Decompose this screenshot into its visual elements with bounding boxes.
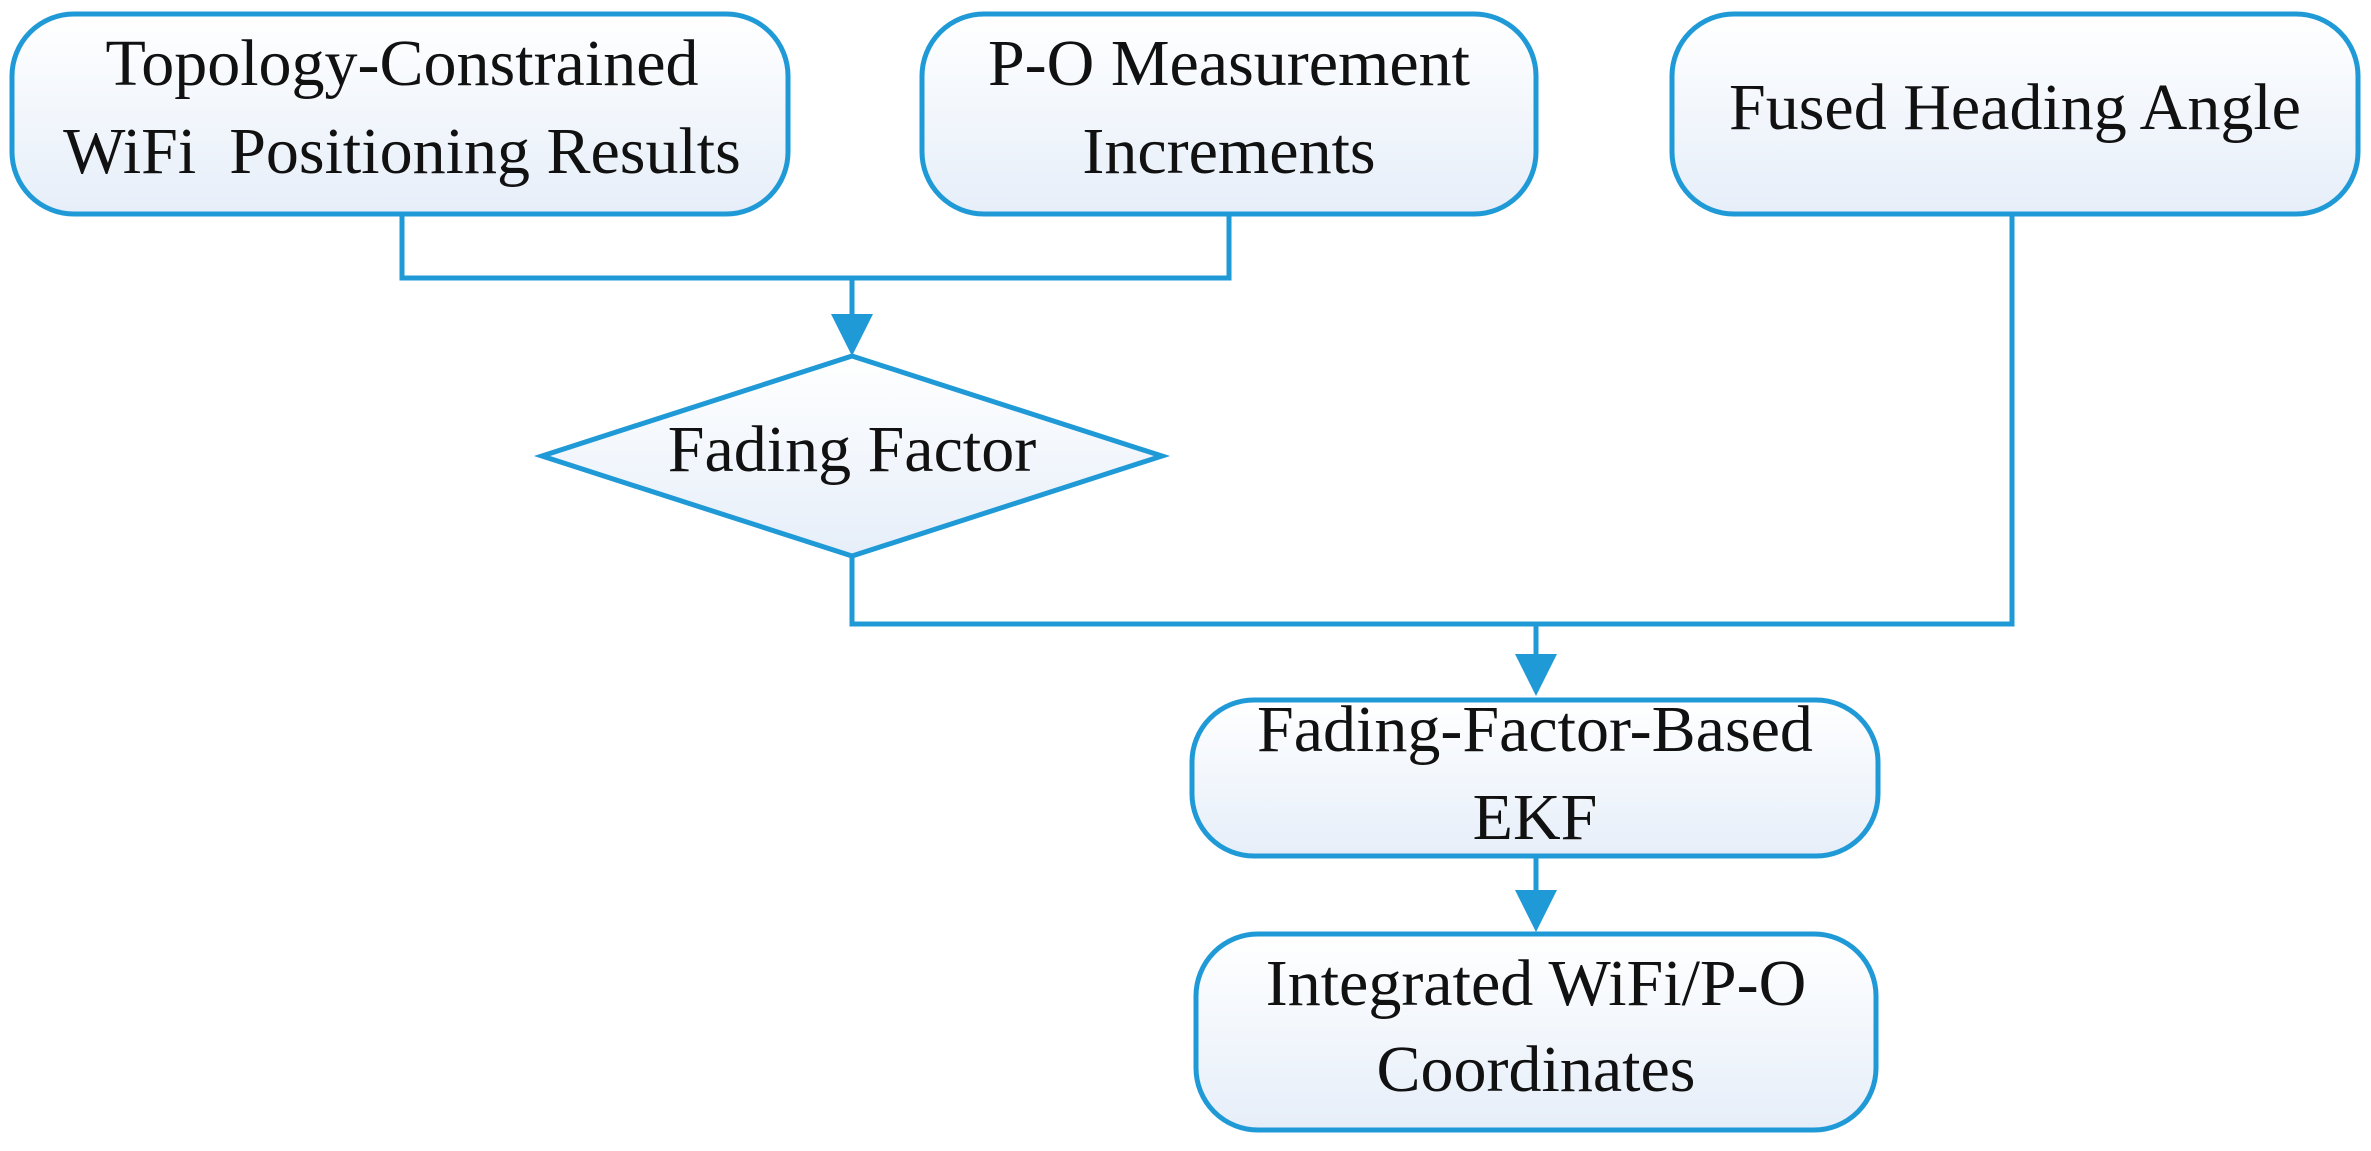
node-fading-factor-ekf-line1: Fading-Factor-Based	[1257, 693, 1813, 766]
node-fused-heading-angle-label: Fused Heading Angle	[1729, 71, 2301, 144]
node-topology-wifi-results-line1: Topology-Constrained	[106, 27, 699, 100]
node-po-measurement-increments-line1: P-O Measurement	[988, 27, 1470, 100]
node-fused-heading-angle: Fused Heading Angle	[1669, 11, 2361, 217]
node-fading-factor-ekf-line2: EKF	[1473, 781, 1598, 854]
node-topology-wifi-results-line2: WiFi Positioning Results	[63, 115, 741, 188]
node-integrated-coordinates-box	[1193, 931, 1879, 1133]
arrowhead-into-ekf	[1515, 654, 1557, 696]
connector-po-to-junction	[852, 214, 1232, 281]
node-fading-factor-ekf-box	[1189, 697, 1881, 859]
node-po-measurement-increments-box	[919, 11, 1539, 217]
arrowhead-into-fading-factor	[831, 314, 873, 356]
node-po-measurement-increments: P-O Measurement Increments	[919, 11, 1539, 217]
node-fading-factor-diamond	[533, 353, 1171, 559]
connector-fading-factor-to-ekf	[849, 556, 1536, 627]
arrowhead-into-coordinates	[1515, 890, 1557, 932]
node-integrated-coordinates-line1: Integrated WiFi/P-O	[1266, 947, 1807, 1020]
node-po-measurement-increments-line2: Increments	[1082, 115, 1375, 188]
node-integrated-coordinates: Integrated WiFi/P-O Coordinates	[1193, 931, 1879, 1133]
node-fading-factor-ekf: Fading-Factor-Based EKF	[1189, 693, 1881, 859]
connectors	[399, 214, 2015, 932]
connector-topology-to-junction	[399, 214, 852, 281]
node-fading-factor: Fading Factor	[533, 353, 1171, 559]
node-topology-wifi-results: Topology-Constrained WiFi Positioning Re…	[9, 11, 791, 217]
node-topology-wifi-results-box	[9, 11, 791, 217]
node-fading-factor-label: Fading Factor	[668, 413, 1036, 486]
node-fused-heading-angle-box	[1669, 11, 2361, 217]
connector-heading-to-ekf	[1536, 214, 2015, 627]
node-integrated-coordinates-line2: Coordinates	[1377, 1033, 1696, 1106]
